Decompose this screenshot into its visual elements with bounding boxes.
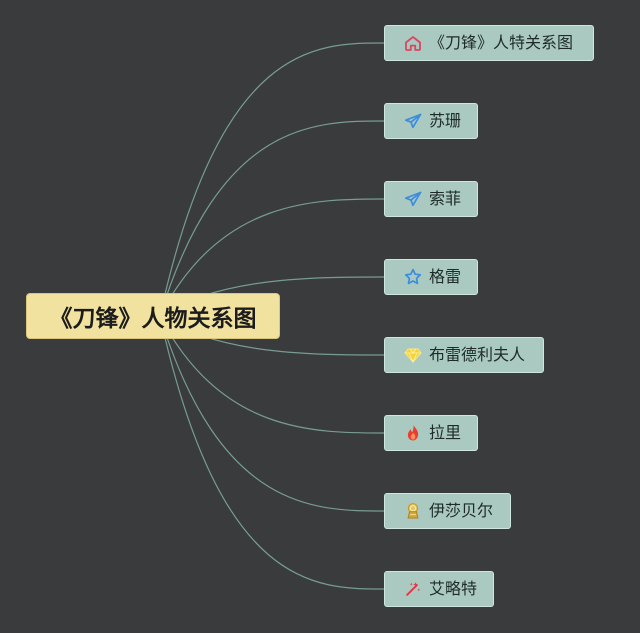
branch-node-label: 艾略特: [429, 579, 478, 598]
connector-line-3: [159, 198, 385, 317]
branch-node-label: 布雷德利夫人: [429, 345, 526, 364]
branch-node-8[interactable]: 艾略特: [384, 571, 494, 607]
badge-icon: [403, 501, 423, 521]
root-topic[interactable]: 《刀锋》人物关系图: [26, 293, 280, 339]
home-icon: [403, 33, 423, 53]
connector-line-8: [159, 315, 385, 590]
branch-node-label: 伊莎贝尔: [429, 501, 494, 520]
branch-node-5[interactable]: 布雷德利夫人: [384, 337, 544, 373]
branch-node-label: 拉里: [429, 423, 462, 442]
connector-line-6: [159, 315, 385, 434]
branch-node-4[interactable]: 格雷: [384, 259, 478, 295]
connector-line-2: [159, 120, 385, 317]
branch-node-label: 索菲: [429, 189, 462, 208]
paper-plane-icon: [403, 111, 423, 131]
diamond-icon: [403, 345, 423, 365]
branch-node-1[interactable]: 《刀锋》人特关系图: [384, 25, 594, 61]
branch-node-3[interactable]: 索菲: [384, 181, 478, 217]
magic-wand-icon: [403, 579, 423, 599]
branch-node-label: 格雷: [429, 267, 462, 286]
branch-node-6[interactable]: 拉里: [384, 415, 478, 451]
fire-icon: [403, 423, 423, 443]
paper-plane-icon: [403, 189, 423, 209]
branch-node-label: 苏珊: [429, 111, 462, 130]
branch-node-2[interactable]: 苏珊: [384, 103, 478, 139]
connector-line-1: [159, 42, 385, 317]
connector-line-7: [159, 315, 385, 512]
branch-node-label: 《刀锋》人特关系图: [429, 33, 574, 52]
root-topic-label: 《刀锋》人物关系图: [49, 306, 257, 332]
star-icon: [403, 267, 423, 287]
branch-node-7[interactable]: 伊莎贝尔: [384, 493, 511, 529]
